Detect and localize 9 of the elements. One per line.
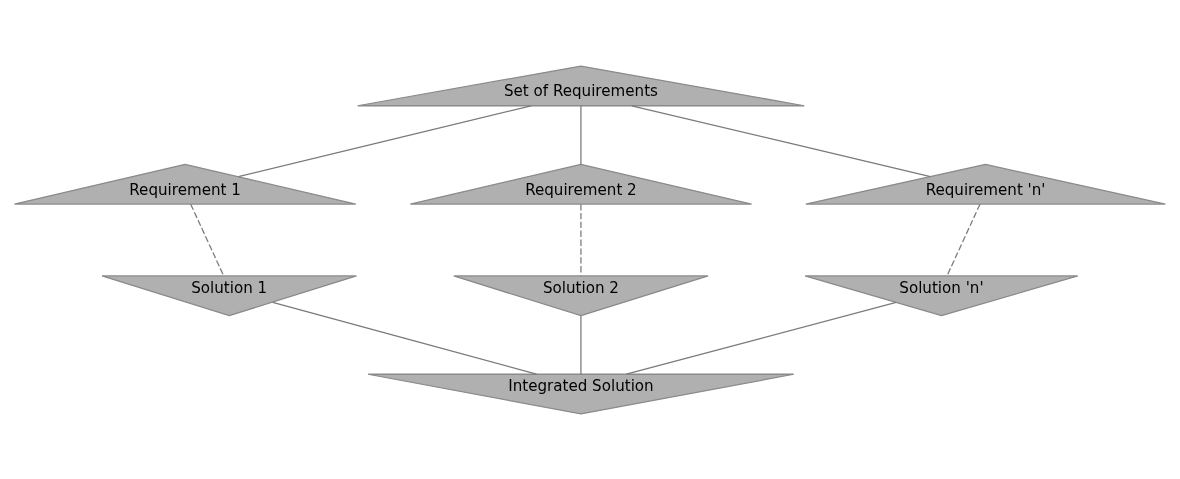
connector — [580, 314, 582, 375]
connector — [631, 104, 932, 177]
connector — [237, 104, 532, 177]
connector — [272, 301, 538, 375]
connector — [625, 301, 897, 375]
connector — [190, 203, 225, 276]
connector — [580, 104, 582, 165]
connector — [946, 203, 981, 276]
connector — [580, 203, 582, 276]
